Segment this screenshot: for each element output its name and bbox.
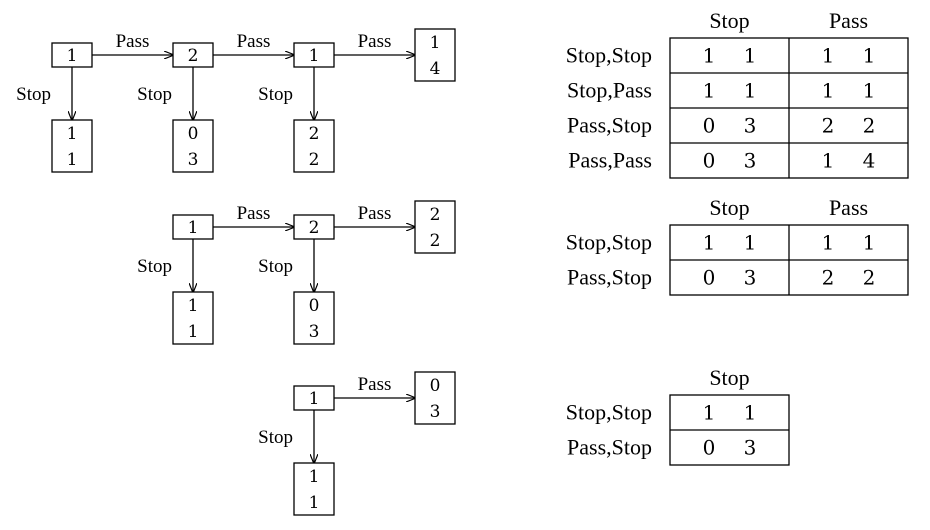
final-payoff-player1: 1 <box>430 33 441 53</box>
pass-edge-label: Pass <box>358 374 392 395</box>
table-row-label: Pass,Pass <box>568 148 652 173</box>
table-cell-player2: 3 <box>744 114 757 138</box>
table-cell-player1: 1 <box>822 44 835 68</box>
table-cell-player1: 2 <box>822 114 835 138</box>
stop-payoff-player1: 1 <box>188 296 199 316</box>
table-cell-player1: 1 <box>822 231 835 255</box>
table-cell-player1: 1 <box>703 231 716 255</box>
stop-payoff-player1: 2 <box>309 124 320 144</box>
final-payoff-player2: 2 <box>430 231 441 251</box>
table-row-label: Stop,Stop <box>566 230 652 255</box>
table-row-label: Pass,Stop <box>567 265 652 290</box>
stop-payoff-player2: 3 <box>309 322 320 342</box>
decision-node-player: 1 <box>67 46 78 66</box>
table-cell-player2: 1 <box>744 401 757 425</box>
table-row-label: Stop,Stop <box>566 400 652 425</box>
stop-payoff-player1: 1 <box>309 467 320 487</box>
pass-edge-label: Pass <box>237 31 271 52</box>
stop-payoff-player1: 0 <box>188 124 199 144</box>
stop-payoff-player2: 1 <box>188 322 199 342</box>
decision-node-player: 1 <box>188 218 199 238</box>
stop-payoff-box <box>293 119 335 173</box>
table-cell-player2: 1 <box>744 44 757 68</box>
final-payoff-player2: 3 <box>430 402 441 422</box>
table-cell-player1: 0 <box>703 149 716 173</box>
final-payoff-player1: 0 <box>430 376 441 396</box>
stop-payoff-box <box>172 291 214 345</box>
stop-payoff-player2: 2 <box>309 150 320 170</box>
table-cell-player1: 1 <box>822 79 835 103</box>
final-payoff-player2: 4 <box>430 59 441 79</box>
table-column-header: Pass <box>829 8 868 33</box>
final-payoff-box <box>414 200 456 254</box>
table-row-label: Stop,Pass <box>567 78 652 103</box>
pass-edge-label: Pass <box>237 203 271 224</box>
pass-edge-label: Pass <box>358 31 392 52</box>
pass-edge-label: Pass <box>116 31 150 52</box>
table-cell-player2: 1 <box>744 231 757 255</box>
stop-payoff-box <box>293 462 335 516</box>
decision-node-player: 1 <box>309 46 320 66</box>
table-cell-player2: 3 <box>744 436 757 460</box>
table-cell-player1: 0 <box>703 436 716 460</box>
table-cell-player2: 1 <box>744 79 757 103</box>
table-cell-player2: 2 <box>863 266 876 290</box>
table-cell-player1: 1 <box>703 401 716 425</box>
table-cell-player1: 0 <box>703 114 716 138</box>
stop-payoff-player1: 1 <box>67 124 78 144</box>
stop-payoff-player1: 0 <box>309 296 320 316</box>
table-column-header: Pass <box>829 195 868 220</box>
decision-node <box>172 214 214 240</box>
table-cell-player2: 1 <box>863 44 876 68</box>
table-cell-player2: 1 <box>863 79 876 103</box>
decision-node <box>172 42 214 68</box>
table-cell-player1: 1 <box>822 149 835 173</box>
table-column-header: Stop <box>709 365 749 390</box>
stop-payoff-player2: 3 <box>188 150 199 170</box>
table-cell-player1: 0 <box>703 266 716 290</box>
stop-payoff-player2: 1 <box>67 150 78 170</box>
stop-edge-label: Stop <box>137 84 172 105</box>
stop-payoff-box <box>293 291 335 345</box>
table-cell-player1: 1 <box>703 44 716 68</box>
table-cell-player2: 2 <box>863 114 876 138</box>
decision-node-player: 1 <box>309 389 320 409</box>
table-row-label: Stop,Stop <box>566 43 652 68</box>
table-cell-player1: 2 <box>822 266 835 290</box>
table-row-label: Pass,Stop <box>567 435 652 460</box>
decision-node-player: 2 <box>188 46 199 66</box>
table-cell-player2: 3 <box>744 149 757 173</box>
table-row-label: Pass,Stop <box>567 113 652 138</box>
stop-payoff-box <box>172 119 214 173</box>
final-payoff-box <box>414 28 456 82</box>
table-cell-player2: 3 <box>744 266 757 290</box>
stop-edge-label: Stop <box>258 84 293 105</box>
stop-edge-label: Stop <box>258 427 293 448</box>
stop-edge-label: Stop <box>258 256 293 277</box>
final-payoff-box <box>414 371 456 425</box>
stop-payoff-player2: 1 <box>309 493 320 513</box>
final-payoff-player1: 2 <box>430 205 441 225</box>
table-column-header: Stop <box>709 8 749 33</box>
pass-edge-label: Pass <box>358 203 392 224</box>
stop-edge-label: Stop <box>137 256 172 277</box>
decision-node-player: 2 <box>309 218 320 238</box>
table-cell-player2: 1 <box>863 231 876 255</box>
table-column-header: Stop <box>709 195 749 220</box>
table-cell-player2: 4 <box>863 149 876 173</box>
stop-edge-label: Stop <box>16 84 51 105</box>
table-cell-player1: 1 <box>703 79 716 103</box>
stop-payoff-box <box>51 119 93 173</box>
